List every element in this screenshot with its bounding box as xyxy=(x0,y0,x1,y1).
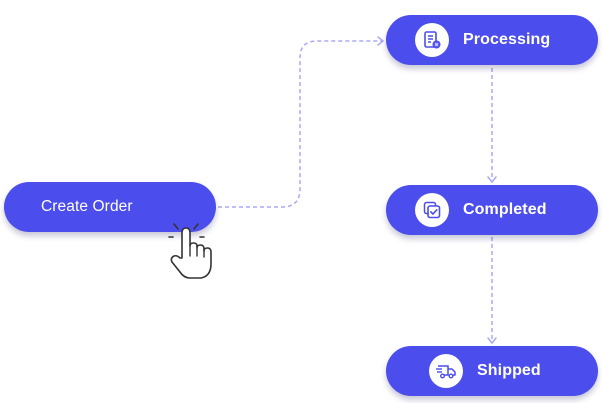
arrowhead-processing xyxy=(377,36,385,46)
processing-node[interactable]: Processing xyxy=(386,15,598,65)
document-list-icon xyxy=(415,23,449,57)
shipped-label: Shipped xyxy=(477,362,541,379)
create-order-label: Create Order xyxy=(41,198,133,215)
shipped-node[interactable]: Shipped xyxy=(386,346,598,396)
processing-label: Processing xyxy=(463,31,551,48)
completed-label: Completed xyxy=(463,201,547,218)
checked-stack-icon xyxy=(415,193,449,227)
completed-node[interactable]: Completed xyxy=(386,185,598,235)
delivery-truck-icon xyxy=(429,354,463,388)
arrowhead-shipped xyxy=(487,337,497,345)
arrowhead-completed xyxy=(487,176,497,184)
edge-create-to-processing xyxy=(218,40,382,208)
create-order-button[interactable]: Create Order xyxy=(4,182,216,232)
pointer-hand-click-icon xyxy=(168,223,212,279)
